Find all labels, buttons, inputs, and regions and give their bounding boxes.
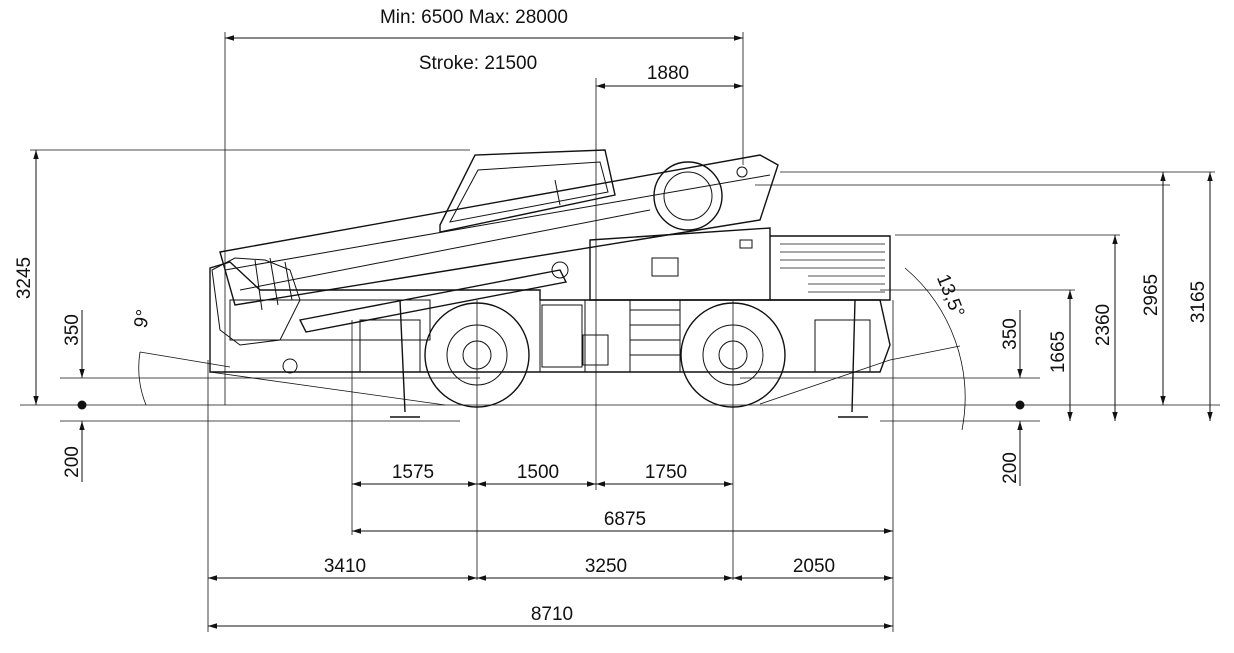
dim-3245: 3245 <box>14 257 35 299</box>
dim-3250: 3250 <box>585 556 627 577</box>
top-dimensions: Min: 6500 Max: 28000 Stroke: 21500 1880 <box>225 7 743 89</box>
rear-outrigger <box>814 299 871 418</box>
dim-6875: 6875 <box>604 509 646 530</box>
dim-2050: 2050 <box>793 556 835 577</box>
dim-200-left: 200 <box>62 446 83 478</box>
dim-2360: 2360 <box>1093 304 1114 346</box>
extension-lines <box>30 32 1215 632</box>
dim-1575: 1575 <box>392 462 434 483</box>
left-dimensions: 3245 350 200 9° <box>14 150 155 482</box>
angle-13-5: 13,5° <box>932 271 968 320</box>
right-dimensions: 13,5° 350 200 1665 2360 2965 3165 <box>932 172 1213 486</box>
dim-1880: 1880 <box>647 63 689 84</box>
dim-3165: 3165 <box>1188 281 1209 323</box>
left-reference-dot <box>77 400 87 410</box>
dim-200-right: 200 <box>1000 452 1021 484</box>
dim-1500: 1500 <box>517 462 559 483</box>
dim-2965: 2965 <box>1141 274 1162 316</box>
crane-silhouette <box>20 149 1220 422</box>
dim-1665: 1665 <box>1048 331 1069 373</box>
dim-1750: 1750 <box>645 462 687 483</box>
dim-stroke: Stroke: 21500 <box>419 53 537 74</box>
dim-8710: 8710 <box>531 604 573 625</box>
angle-9: 9° <box>130 308 154 330</box>
dim-350-right: 350 <box>1000 318 1021 350</box>
dim-350-left: 350 <box>62 314 83 346</box>
dim-3410: 3410 <box>324 556 366 577</box>
front-outrigger <box>359 299 421 418</box>
dim-min-max: Min: 6500 Max: 28000 <box>380 7 568 28</box>
bottom-dimensions: 1575 1500 1750 6875 3410 3250 2050 8710 <box>208 462 893 629</box>
right-reference-dot <box>1015 400 1025 410</box>
